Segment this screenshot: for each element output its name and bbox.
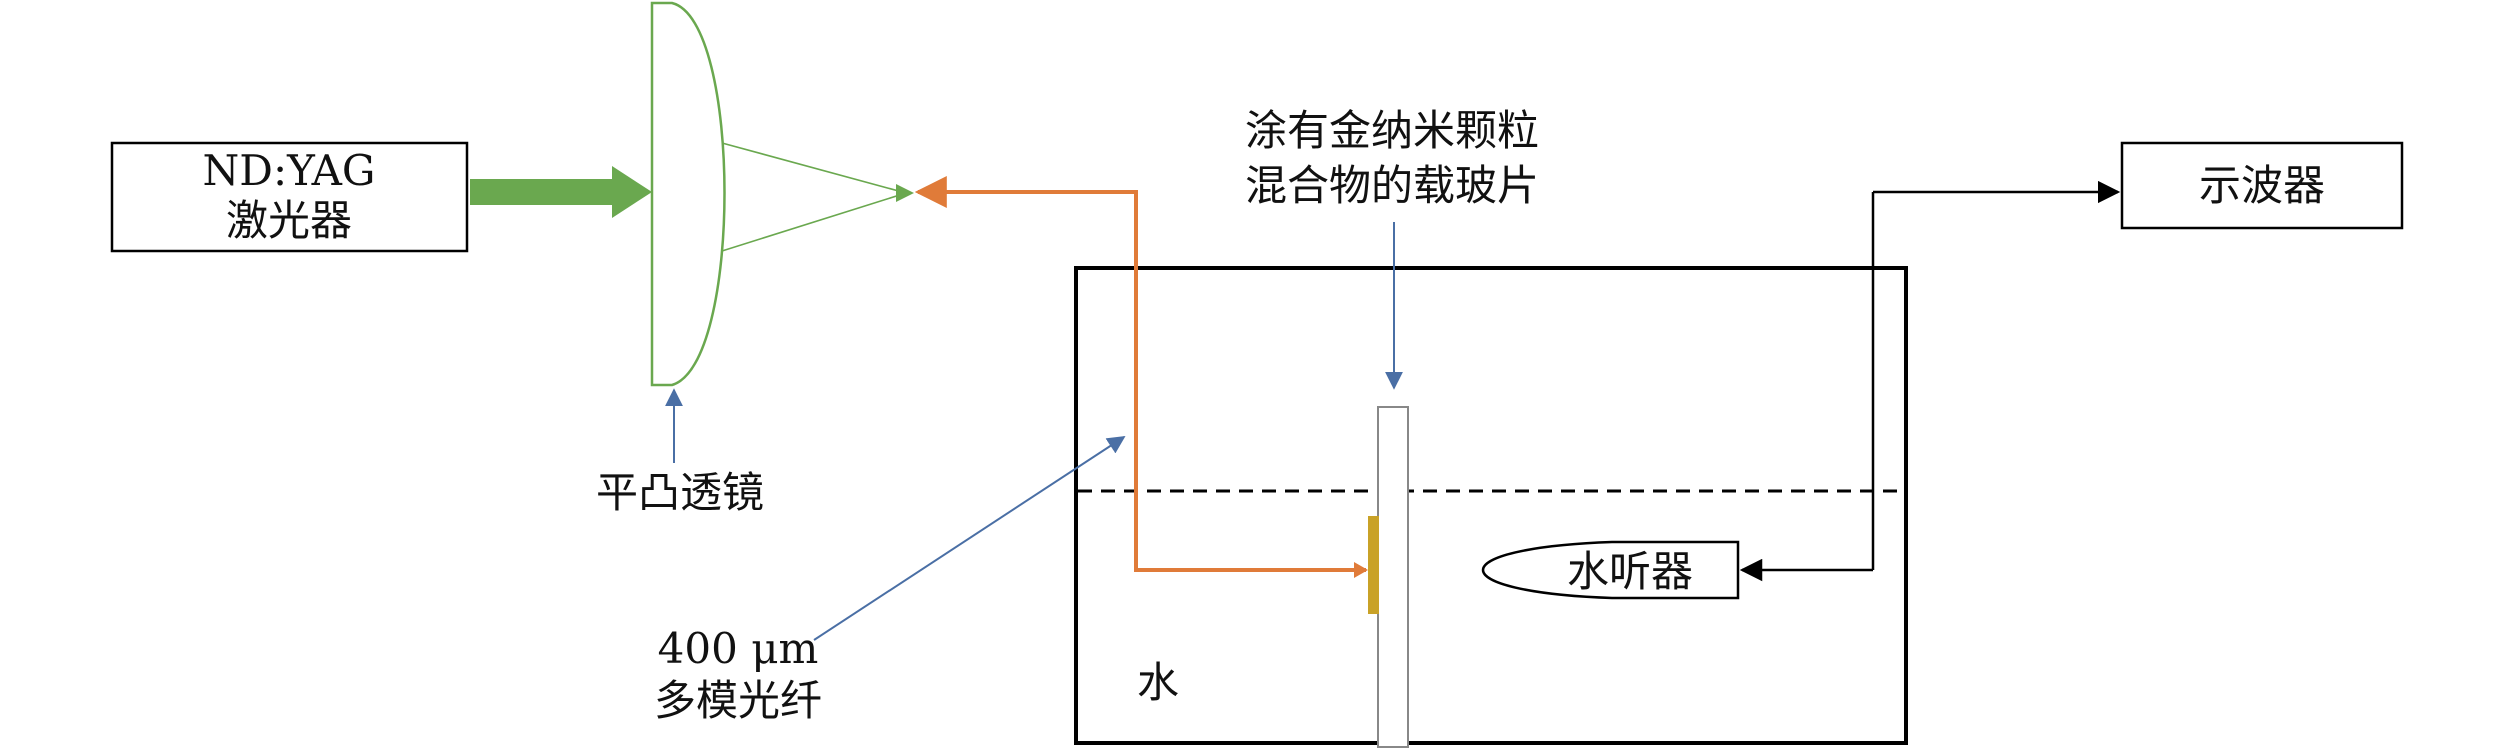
hydrophone: 水听器 xyxy=(1481,540,1740,600)
focus-cone-lines xyxy=(721,142,914,252)
lens-label: 平凸透镜 xyxy=(596,468,764,517)
oscilloscope-box: 示波器 xyxy=(2120,141,2404,230)
fiber-label-line1: 400 μm xyxy=(658,624,819,673)
oscilloscope-label: 示波器 xyxy=(2199,161,2325,210)
slide-label-line2: 混合物的载玻片 xyxy=(1245,161,1539,210)
glass-slide xyxy=(1377,406,1409,748)
plano-convex-lens xyxy=(650,1,726,387)
laser-box: ND:YAG 激光器 xyxy=(110,141,469,253)
signal-cable xyxy=(1739,180,2121,582)
optical-fiber-path xyxy=(914,176,1366,572)
fiber-tip-arrow xyxy=(1354,562,1368,578)
hydrophone-label: 水听器 xyxy=(1567,547,1693,596)
slide-label-line1: 涂有金纳米颗粒 xyxy=(1245,106,1539,155)
water-tank xyxy=(1074,266,1908,745)
laser-label-line2: 激光器 xyxy=(226,196,352,245)
laser-beam-arrow xyxy=(470,166,652,218)
fiber-label-line2: 多模光纤 xyxy=(654,676,822,725)
gold-nanoparticle-coating xyxy=(1368,516,1379,614)
focal-point-marker xyxy=(896,184,914,202)
fiber-pointer-arrow xyxy=(813,436,1126,641)
laser-label-line1: ND:YAG xyxy=(203,146,376,195)
water-label: 水 xyxy=(1137,658,1179,707)
